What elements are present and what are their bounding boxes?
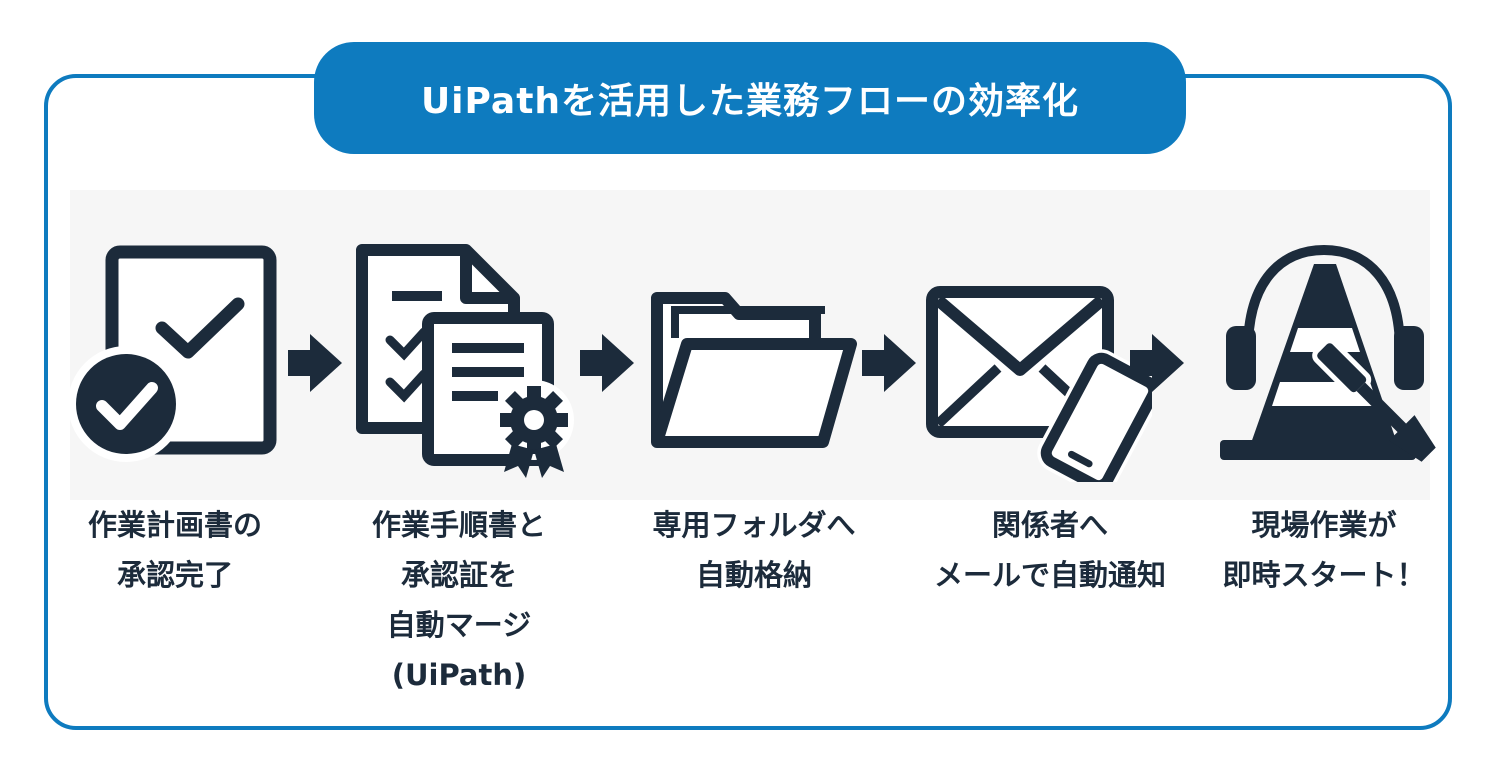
cone-worker-icon <box>1220 244 1436 462</box>
folder-icon <box>651 292 857 448</box>
step-label-2: 作業手順書と 承認証を 自動マージ (UiPath) <box>371 508 546 692</box>
arrow-right-icon <box>580 334 634 392</box>
arrow-right-icon <box>288 334 342 392</box>
title-banner: UiPathを活用した業務フローの効率化 <box>314 42 1186 154</box>
approved-document-icon <box>68 245 277 462</box>
step-label-3: 専用フォルダへ 自動格納 <box>652 508 856 592</box>
arrow-right-icon <box>1130 334 1184 392</box>
arrow-right-icon <box>862 334 916 392</box>
step-label-5: 現場作業が 即時スタート！ <box>1222 508 1426 592</box>
mail-phone-icon <box>926 286 1152 482</box>
page-title: UiPathを活用した業務フローの効率化 <box>420 81 1080 122</box>
documents-certificate-icon <box>356 244 574 478</box>
step-label-1: 作業計画書の 承認完了 <box>87 508 262 592</box>
step-label-4: 関係者へ メールで自動通知 <box>933 508 1166 592</box>
